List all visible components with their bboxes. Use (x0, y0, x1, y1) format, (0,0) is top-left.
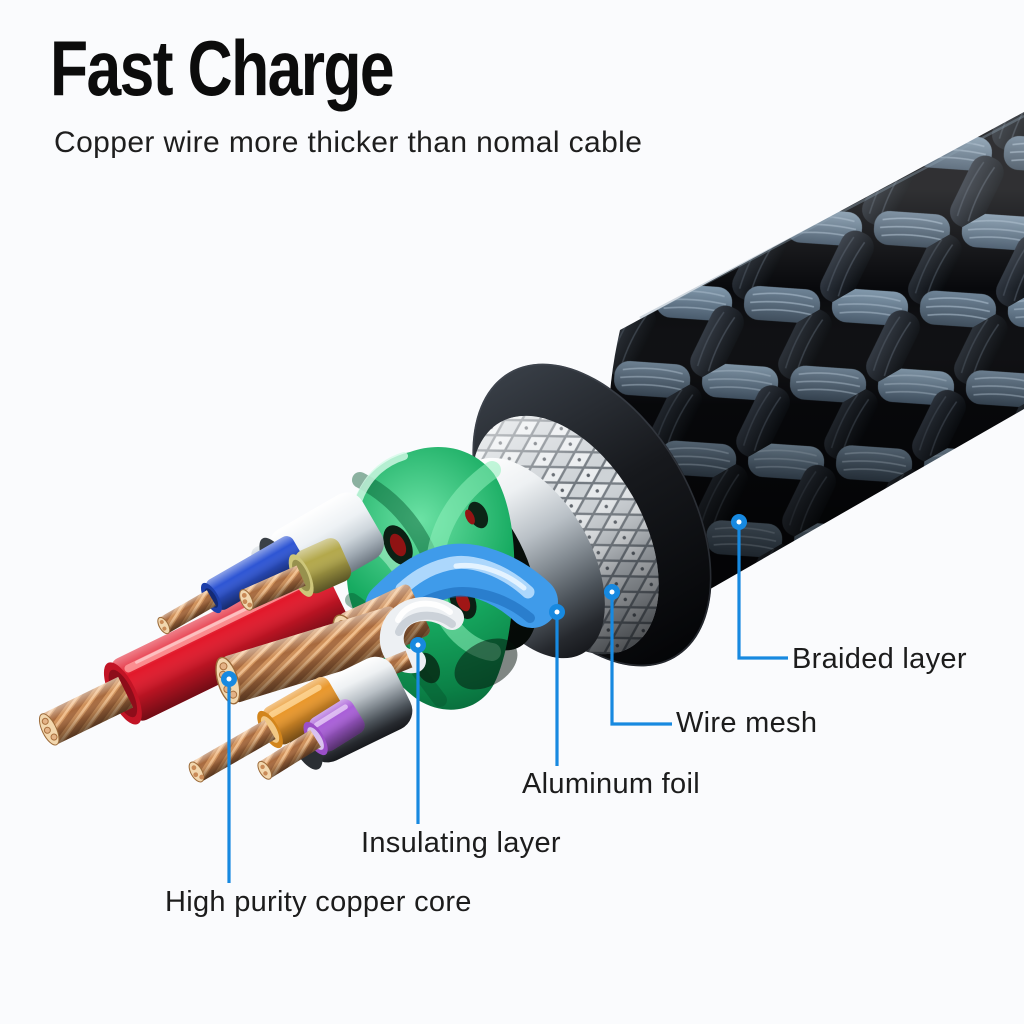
callout-dot-aluminum-foil (549, 604, 565, 620)
callout-dot-insulating-layer (410, 637, 426, 653)
callout-dot-copper-core (221, 671, 237, 687)
callouts (227, 522, 788, 883)
label-aluminum-foil: Aluminum foil (522, 768, 700, 800)
label-wire-mesh: Wire mesh (676, 707, 818, 739)
callout-dot-wire-mesh (604, 584, 620, 600)
label-insulating-layer: Insulating layer (361, 827, 561, 859)
callout-line-wire-mesh (610, 592, 672, 726)
callout-line-braided-layer (737, 522, 788, 660)
callout-dots (221, 514, 747, 687)
callout-dot-braided-layer (731, 514, 747, 530)
page-subtitle: Copper wire more thicker than nomal cabl… (54, 126, 643, 159)
braided-sleeve (608, 112, 1024, 605)
wire-red (38, 562, 347, 746)
label-braided-layer: Braided layer (792, 643, 967, 675)
wire-olive (239, 538, 352, 611)
wire-blue (157, 536, 304, 635)
page-title: Fast Charge (50, 24, 395, 112)
wire-purple (257, 699, 365, 780)
wire-orange (188, 677, 343, 783)
label-high-purity-copper-core: High purity copper core (165, 886, 472, 918)
